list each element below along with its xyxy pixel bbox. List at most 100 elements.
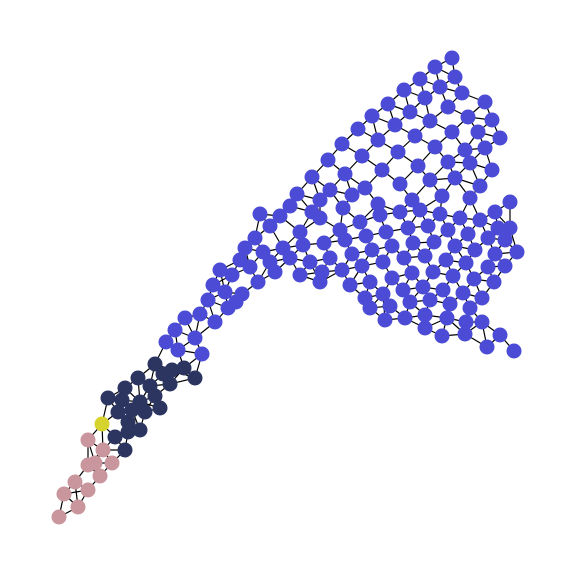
graph-node-main [396, 250, 412, 266]
graph-node-main [497, 232, 513, 248]
graph-node-dark [132, 422, 148, 438]
graph-node-main [434, 328, 450, 344]
graph-node-main [454, 85, 470, 101]
graph-node-dark [137, 404, 153, 420]
graph-node-main [378, 224, 394, 240]
graph-node-main [375, 286, 391, 302]
graph-node-main [447, 69, 463, 85]
graph-node-main [486, 274, 502, 290]
graph-node-main [472, 212, 488, 228]
graph-node-main [364, 108, 380, 124]
graph-node-main [207, 314, 223, 330]
graph-node-dark [152, 400, 168, 416]
graph-node-dark [187, 370, 203, 386]
graph-node-main [462, 300, 478, 316]
graph-node-main [422, 172, 438, 188]
graph-node-main [262, 218, 278, 234]
graph-node-main [422, 292, 438, 308]
graph-node-main [292, 267, 308, 283]
graph-node-main [422, 113, 438, 129]
graph-node-main [205, 277, 221, 293]
graph-node-main [405, 235, 421, 251]
graph-node-main [295, 237, 311, 253]
graph-node-tail [92, 468, 108, 484]
graph-node-tail [70, 499, 86, 515]
graph-node-main [502, 220, 518, 236]
graph-node-main [337, 232, 353, 248]
graph-node-main [344, 187, 360, 203]
graph-node-main [407, 128, 423, 144]
graph-node-main [158, 334, 174, 350]
graph-node-main [234, 286, 250, 302]
graph-node-main [384, 270, 400, 286]
graph-node-main [247, 230, 263, 246]
graph-node-tail [104, 455, 120, 471]
graph-node-tail [80, 432, 96, 448]
graph-node-main [292, 224, 308, 240]
graph-node-main [312, 274, 328, 290]
graph-node-main [237, 240, 253, 256]
graph-node-main [267, 264, 283, 280]
graph-node-main [370, 132, 386, 148]
graph-node-main [439, 310, 455, 326]
graph-node-main [289, 186, 305, 202]
graph-node-main [457, 142, 473, 158]
graph-node-main [362, 274, 378, 290]
graph-node-main [322, 182, 338, 198]
graph-node-main [337, 166, 353, 182]
graph-node-main [412, 71, 428, 87]
graph-node-main [497, 258, 513, 274]
graph-node-main [352, 214, 368, 230]
graph-node-dark [124, 402, 140, 418]
graph-node-main [427, 139, 443, 155]
graph-node-tail [80, 482, 96, 498]
graph-node-main [404, 192, 420, 208]
graph-node-dark [120, 424, 136, 440]
graph-node-tail [95, 442, 111, 458]
graph-node-main [390, 144, 406, 160]
graph-node-dark [147, 356, 163, 372]
graph-node-main [492, 327, 508, 343]
graph-node-main [490, 220, 506, 236]
graph-node-main [395, 282, 411, 298]
graph-node-main [282, 250, 298, 266]
graph-node-main [432, 79, 448, 95]
graph-node-main [420, 218, 436, 234]
graph-node-main [342, 277, 358, 293]
graph-node-main [457, 326, 473, 342]
graph-node-tail [80, 457, 96, 473]
graph-node-main [440, 99, 456, 115]
graph-node-main [444, 50, 460, 66]
graph-node-main [364, 242, 380, 258]
graph-node-main [434, 188, 450, 204]
graph-node-main [212, 262, 228, 278]
graph-node-main [460, 109, 476, 125]
graph-node-dark [117, 380, 133, 396]
graph-node-main [445, 268, 461, 284]
graph-node-main [302, 254, 318, 270]
graph-node-main [252, 206, 268, 222]
graph-node-main [362, 300, 378, 316]
graph-node-main [397, 310, 413, 326]
graph-node-main [417, 320, 433, 336]
graph-node-main [458, 255, 474, 271]
graph-node-main [480, 230, 496, 246]
graph-node-main [426, 234, 442, 250]
graph-node-main [354, 148, 370, 164]
graph-node-main [396, 82, 412, 98]
graph-node-main [170, 342, 186, 358]
graph-node-main [167, 322, 183, 338]
graph-node-main [466, 271, 482, 287]
graph-node-main [404, 265, 420, 281]
graph-node-main [427, 59, 443, 75]
graph-node-highlight [94, 416, 110, 432]
graph-node-main [440, 222, 456, 238]
graph-node-main [380, 96, 396, 112]
graph-node-main [334, 262, 350, 278]
graph-node-main [438, 252, 454, 268]
graph-node-main [400, 220, 416, 236]
graph-node-main [312, 192, 328, 208]
graph-node-dark [100, 390, 116, 406]
graph-node-dark [176, 360, 192, 376]
graph-node-main [506, 343, 522, 359]
